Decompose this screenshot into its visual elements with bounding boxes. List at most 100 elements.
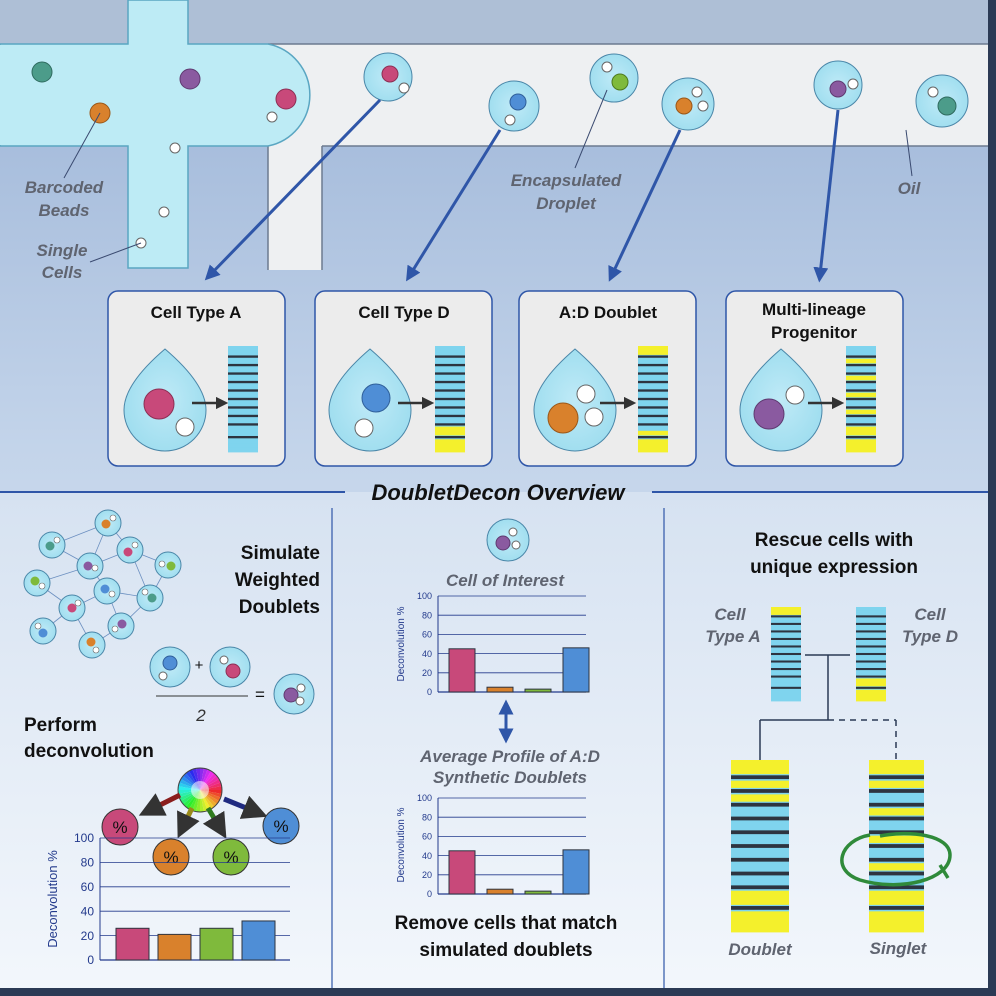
barcode-band bbox=[771, 618, 801, 623]
barcode-band bbox=[228, 443, 258, 449]
percent-symbol: % bbox=[163, 848, 178, 867]
network-node bbox=[78, 631, 106, 659]
barcode-band bbox=[731, 876, 789, 885]
white-bead bbox=[175, 417, 195, 437]
barcode-band bbox=[731, 816, 789, 821]
barcode-band bbox=[771, 663, 801, 668]
percent-symbol: % bbox=[223, 848, 238, 867]
barcode-band bbox=[638, 414, 668, 418]
barcode-band bbox=[638, 409, 668, 415]
barcode-band bbox=[731, 863, 789, 871]
barcode-band bbox=[856, 630, 886, 633]
barcode-band bbox=[228, 423, 258, 426]
barcode-band bbox=[435, 375, 465, 381]
barcode-band bbox=[846, 409, 876, 415]
barcode-band bbox=[771, 675, 801, 678]
network-node bbox=[23, 569, 51, 597]
y-axis-label: Deconvolution % bbox=[396, 606, 407, 681]
barcode-band bbox=[731, 849, 789, 857]
denominator: 2 bbox=[195, 706, 206, 725]
barcode-band bbox=[435, 443, 465, 449]
barcode-band bbox=[731, 871, 789, 876]
barcode-band bbox=[846, 426, 876, 432]
barcode-doublet bbox=[731, 760, 789, 933]
tick-label: 40 bbox=[422, 649, 432, 659]
barcode-band bbox=[846, 423, 876, 426]
barcode-band bbox=[771, 689, 801, 694]
panel-cell-type-a: Cell Type A bbox=[107, 290, 286, 467]
barcode-band bbox=[856, 660, 886, 663]
panel-title: Cell Type D bbox=[358, 303, 449, 322]
barcode-band bbox=[228, 418, 258, 423]
plus-sign: + bbox=[195, 657, 204, 674]
barcode-band bbox=[846, 447, 876, 453]
barcode-band bbox=[869, 808, 924, 816]
encapsulated-droplet-label: Droplet bbox=[536, 194, 597, 213]
doublet-equation: + 2 = bbox=[149, 646, 315, 725]
barcode-band bbox=[228, 414, 258, 418]
network-node bbox=[76, 552, 104, 580]
barcode-band bbox=[846, 355, 876, 358]
barcode-band bbox=[228, 439, 258, 444]
barcode-band bbox=[846, 392, 876, 398]
droplet-teal bbox=[915, 74, 969, 128]
cell-type-d-label: Type D bbox=[902, 627, 958, 646]
barcode-strip-ad bbox=[638, 346, 668, 453]
barcode-band bbox=[771, 607, 801, 612]
barcode-band bbox=[731, 830, 789, 835]
barcode-band bbox=[638, 423, 668, 426]
barcode-band bbox=[869, 775, 924, 780]
barcode-band bbox=[869, 911, 924, 919]
section-title: DoubletDecon Overview bbox=[371, 480, 626, 505]
barcode-band bbox=[856, 697, 886, 702]
barcode-band bbox=[846, 406, 876, 409]
barcode-band bbox=[228, 355, 258, 358]
barcode-band bbox=[731, 789, 789, 793]
perform-label: Perform bbox=[24, 715, 97, 736]
panel-title: Multi-lineage bbox=[762, 300, 866, 319]
droplet-blue bbox=[488, 80, 540, 132]
barcode-band bbox=[846, 350, 876, 355]
barcode-band bbox=[846, 367, 876, 372]
barcode-band bbox=[228, 426, 258, 432]
barcode-band bbox=[228, 409, 258, 415]
barcode-band bbox=[869, 760, 924, 768]
barcode-band bbox=[771, 637, 801, 640]
barcoded-beads-label: Barcoded bbox=[25, 178, 104, 197]
barcode-band bbox=[846, 346, 876, 351]
cell-network bbox=[23, 509, 182, 659]
barcode-band bbox=[638, 439, 668, 444]
barcode-band bbox=[771, 652, 801, 656]
barcode-band bbox=[771, 697, 801, 702]
average-profile-title: Synthetic Doublets bbox=[433, 768, 587, 787]
singlet-label: Singlet bbox=[870, 939, 928, 958]
equals-sign: = bbox=[255, 685, 265, 704]
barcode-band bbox=[228, 392, 258, 398]
remove-cells-label: simulated doublets bbox=[419, 940, 592, 961]
tick-label: 0 bbox=[427, 889, 432, 899]
panel-title: Progenitor bbox=[771, 323, 857, 342]
barcode-band bbox=[846, 439, 876, 444]
barcode-band bbox=[228, 397, 258, 401]
white-bead bbox=[158, 206, 170, 218]
barcode-band bbox=[771, 693, 801, 698]
barcode-band bbox=[771, 682, 801, 687]
leader-lines bbox=[63, 89, 913, 263]
network-node bbox=[107, 612, 135, 640]
doublet-label: Doublet bbox=[728, 940, 793, 959]
barcode-band bbox=[435, 401, 465, 406]
barcode-band bbox=[228, 401, 258, 406]
barcode-band bbox=[228, 350, 258, 355]
tick-label: 60 bbox=[81, 880, 95, 894]
barcode-band bbox=[731, 821, 789, 830]
barcoded-beads-label: Beads bbox=[38, 201, 89, 220]
chart-bar bbox=[115, 927, 150, 961]
barcode-band bbox=[638, 355, 668, 358]
white-bead bbox=[584, 407, 604, 427]
barcode-band bbox=[771, 633, 801, 638]
barcode-band bbox=[638, 380, 668, 384]
